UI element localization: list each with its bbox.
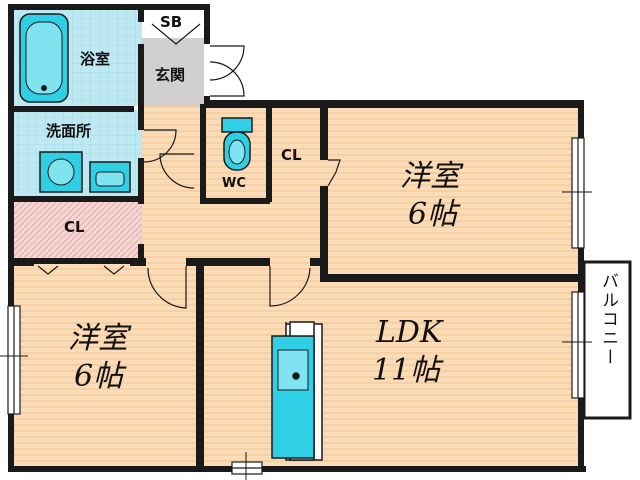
- label-sb: SB: [160, 13, 183, 31]
- label-bath: 浴室: [80, 50, 111, 68]
- label-wc: WC: [222, 176, 246, 191]
- label-ldk-size: 11帖: [372, 353, 441, 388]
- floor-cl-left: [14, 200, 142, 264]
- kitchen-counter: [271, 321, 323, 461]
- floor-balcony: [584, 262, 632, 418]
- label-cl-small: CL: [281, 146, 302, 164]
- washroom-fixtures: [39, 151, 131, 193]
- label-western-left-size: 6帖: [74, 359, 124, 394]
- floor-western-left: [14, 264, 196, 466]
- label-western-right-name: 洋室: [400, 159, 460, 194]
- doors: [37, 23, 341, 309]
- label-cl-left: CL: [64, 218, 85, 236]
- label-ldk-name: LDK: [376, 315, 443, 350]
- window-ticks: [0, 191, 592, 480]
- label-balcony: バルコニー: [598, 272, 618, 367]
- floor-ldk: [200, 264, 578, 466]
- walls: [8, 4, 586, 472]
- bathtub: [19, 13, 69, 103]
- windows: [7, 137, 585, 475]
- toilet: [221, 117, 253, 171]
- label-entrance: 玄関: [155, 66, 186, 84]
- floor-western-right: [326, 108, 578, 278]
- label-washroom: 洗面所: [46, 122, 92, 140]
- floor-entrance: [142, 38, 204, 106]
- label-western-left-name: 洋室: [68, 321, 128, 356]
- label-western-right-size: 6帖: [408, 197, 458, 232]
